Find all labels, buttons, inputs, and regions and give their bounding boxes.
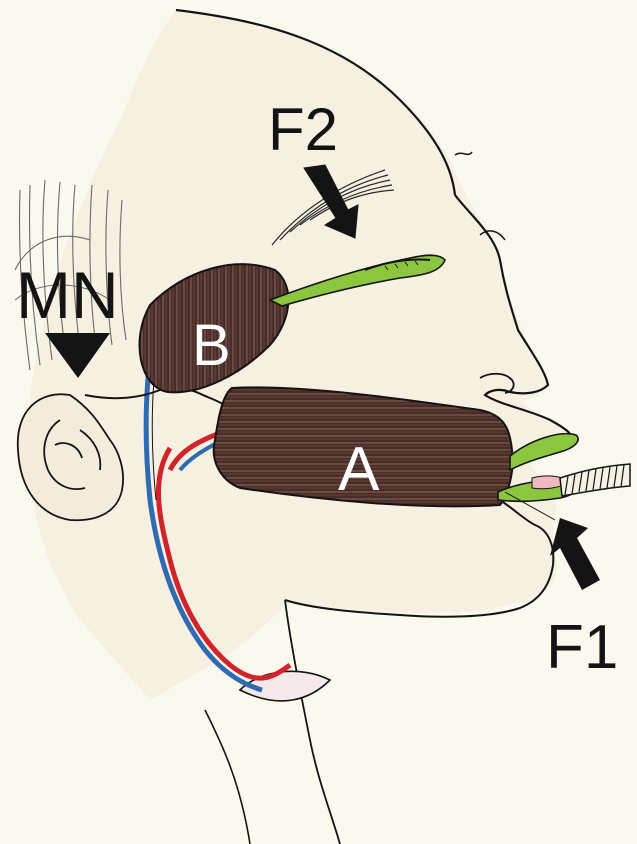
label-f2: F2 (268, 96, 338, 163)
label-f1: F1 (546, 613, 618, 682)
label-a: A (338, 435, 380, 504)
label-b: B (192, 313, 231, 378)
label-mn: MN (16, 258, 119, 332)
